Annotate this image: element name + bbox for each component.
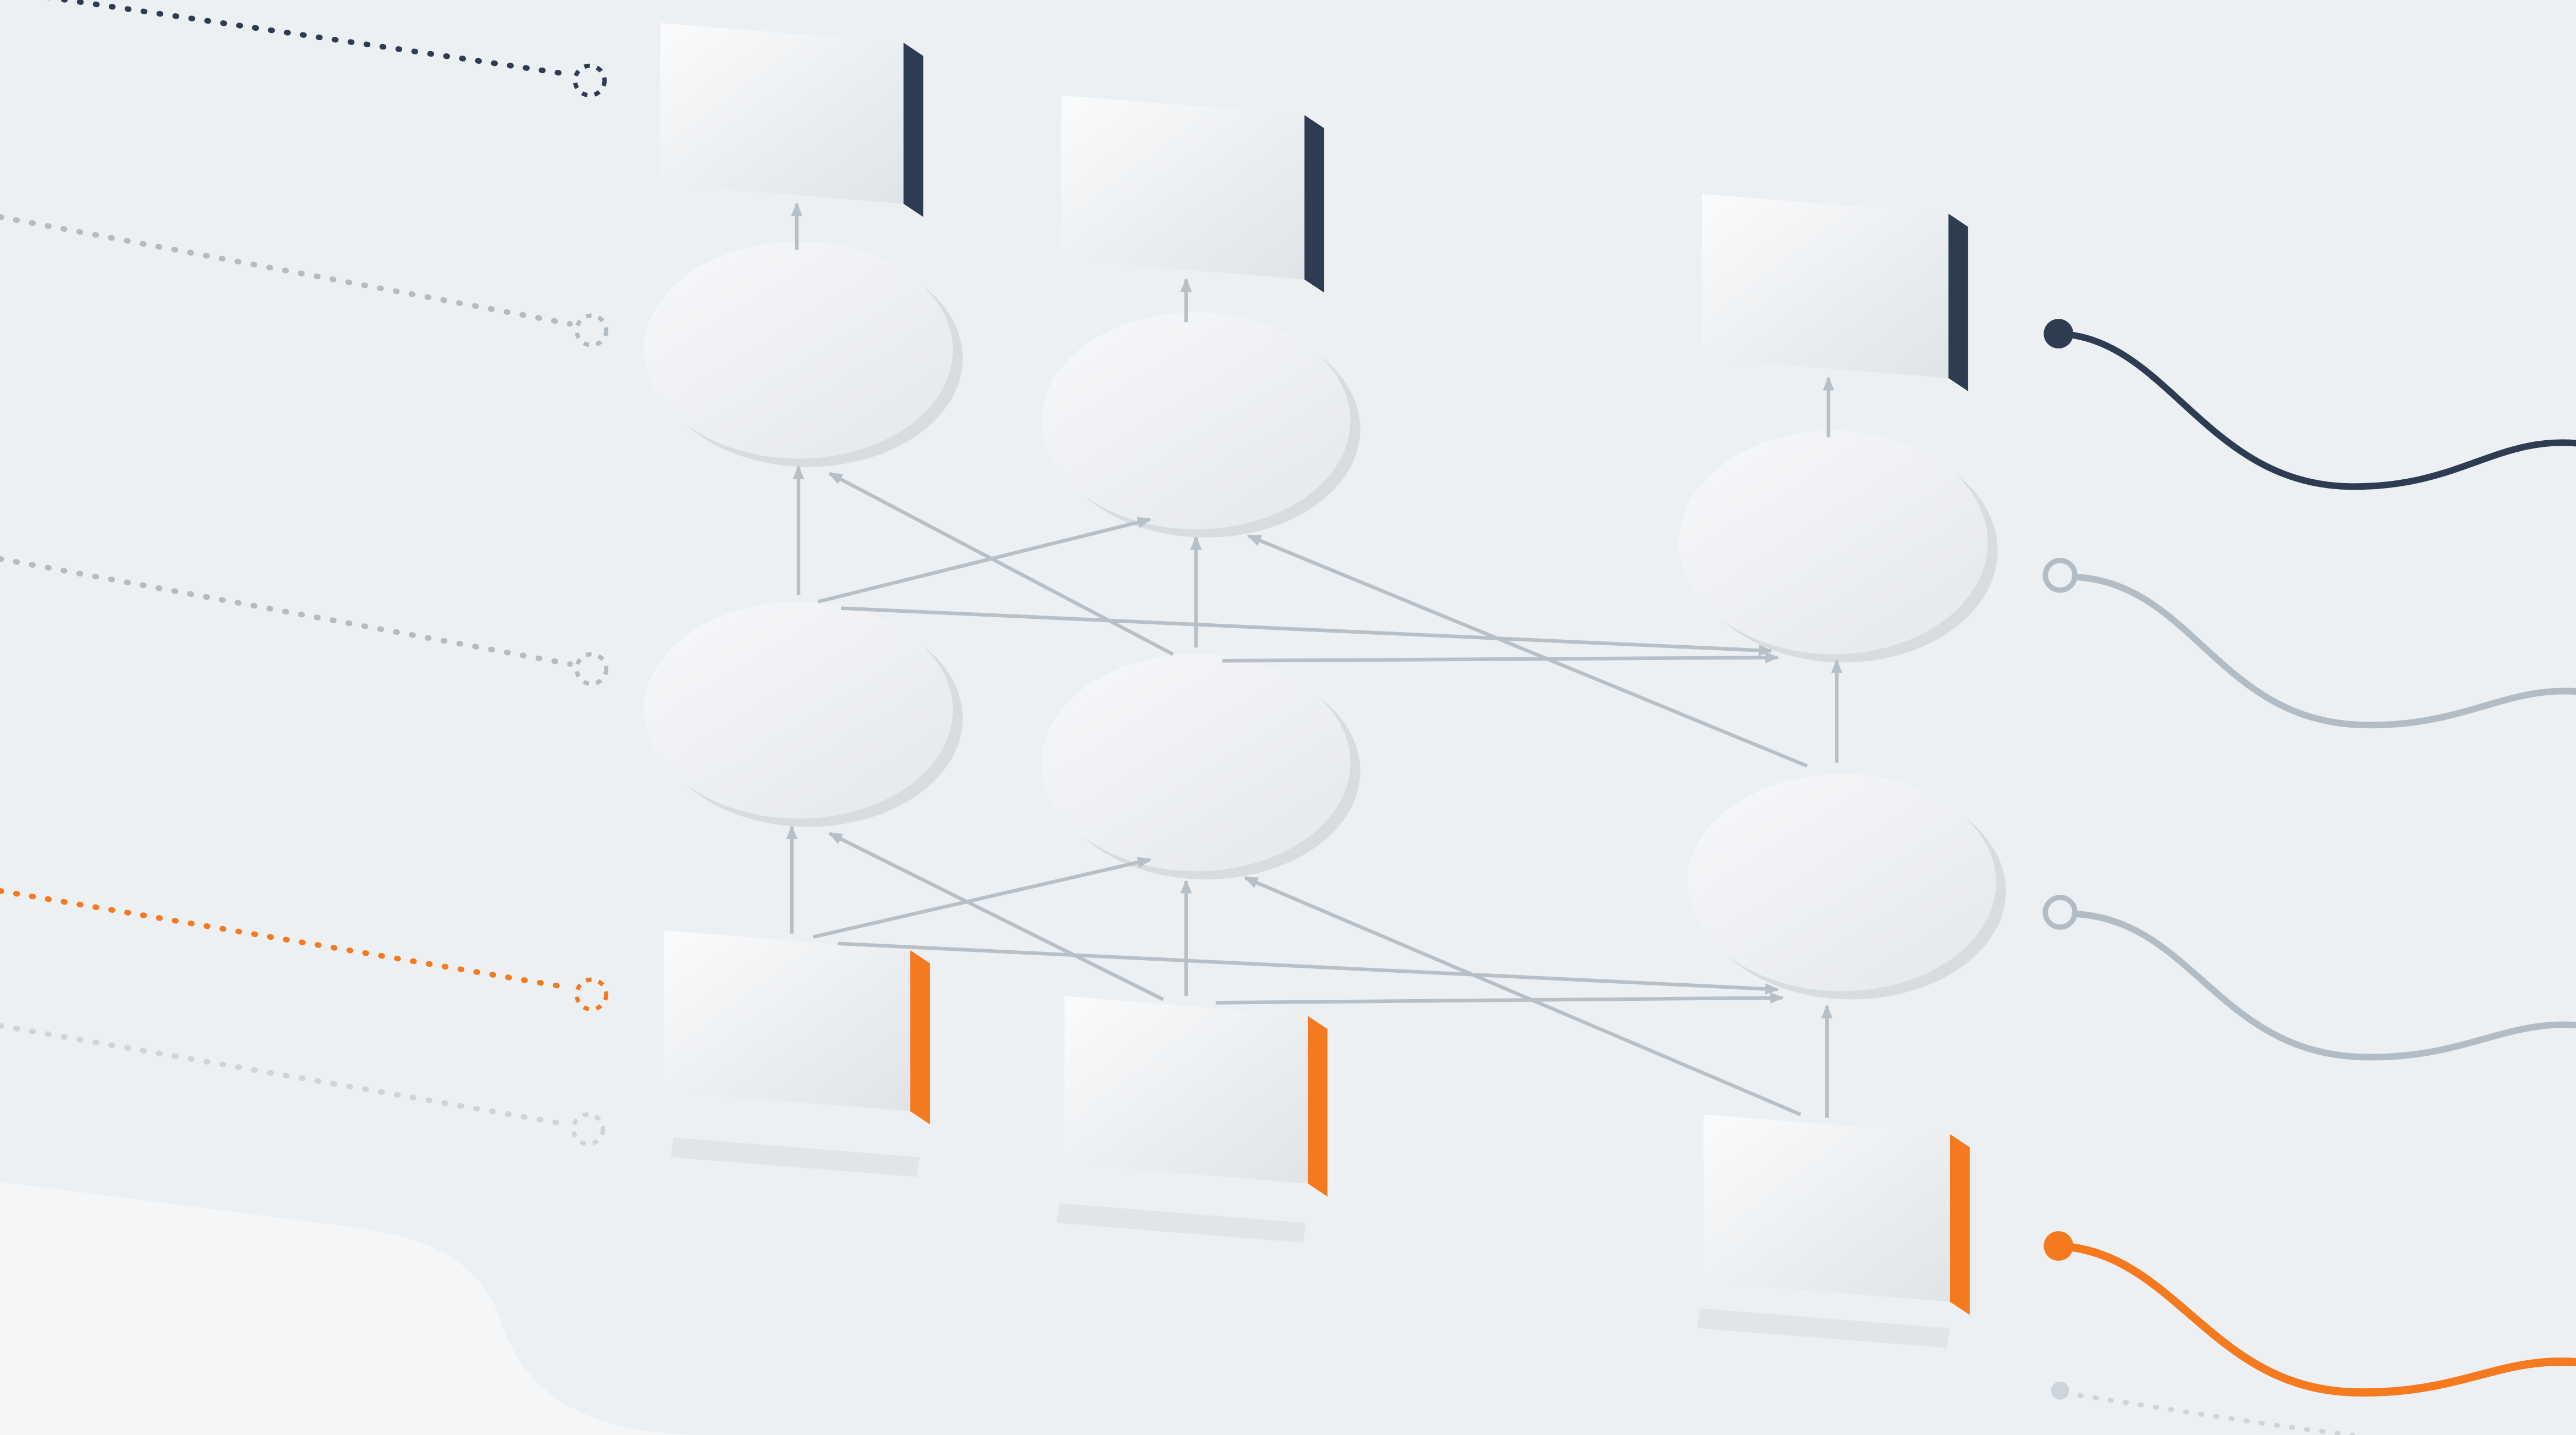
card-shadow-bar-1 [670, 1137, 920, 1177]
hidden-node-3 [1679, 430, 1998, 663]
hidden-node-6 [1687, 774, 2006, 1000]
card-edge-orange [910, 950, 930, 1124]
hidden-node-5 [1041, 654, 1361, 880]
connection-arrow [828, 832, 1164, 1001]
node-face [1679, 430, 1988, 655]
output-card-3 [1702, 193, 1968, 391]
input-card-2 [1064, 996, 1328, 1197]
input-line-4 [0, 888, 573, 991]
card-edge-navy [1948, 213, 1968, 391]
output-socket-2 [2042, 895, 2078, 930]
connection-arrow [1247, 534, 1808, 768]
input-socket-2 [574, 313, 609, 347]
card-face [660, 23, 904, 204]
output-curve-navy [2055, 330, 2576, 490]
connection-arrow [1222, 651, 1779, 663]
input-socket-5 [571, 1112, 606, 1146]
card-face [1703, 1114, 1950, 1302]
card-edge-navy [903, 42, 924, 217]
connection-arrow [837, 941, 1779, 995]
card-face [1064, 996, 1308, 1184]
input-line-1 [47, 0, 570, 77]
card-edge-orange [1950, 1134, 1970, 1315]
card-face [1702, 193, 1948, 378]
input-line-5 [0, 1023, 570, 1127]
connection-arrow [1243, 876, 1802, 1116]
output-dot-faint [2051, 1381, 2069, 1400]
output-card-2 [1061, 95, 1324, 293]
output-socket-1 [2042, 558, 2078, 593]
card-edge-orange [1307, 1016, 1328, 1197]
input-card-3 [1703, 1114, 1970, 1315]
node-face [1687, 774, 1996, 991]
connection-arrow [841, 606, 1773, 656]
node-face [644, 241, 953, 459]
hidden-node-1 [644, 241, 963, 467]
node-face [1041, 654, 1351, 872]
connection-arrow [818, 517, 1152, 603]
card-edge-navy [1304, 115, 1324, 293]
output-card-1 [660, 23, 924, 217]
output-curve-gray-2 [2072, 910, 2576, 1061]
connection-arrow [813, 857, 1152, 939]
input-card-1 [663, 930, 930, 1124]
input-socket-3 [574, 652, 609, 686]
input-line-3 [0, 556, 573, 667]
hidden-node-4 [644, 601, 963, 827]
input-socket-1 [573, 63, 607, 98]
input-line-2 [0, 214, 573, 327]
card-shadow-bar-2 [1056, 1203, 1306, 1243]
connection-arrow [828, 472, 1174, 656]
card-face [1061, 95, 1304, 280]
card-shadow-bar-3 [1697, 1308, 1950, 1348]
input-socket-4 [574, 977, 609, 1012]
node-face [1041, 312, 1351, 530]
output-curve-orange [2054, 1242, 2576, 1397]
connection-arrow [1215, 992, 1784, 1005]
output-curve-gray-1 [2072, 573, 2576, 729]
hidden-node-2 [1041, 312, 1361, 538]
card-face [663, 930, 911, 1111]
node-face [644, 601, 953, 819]
